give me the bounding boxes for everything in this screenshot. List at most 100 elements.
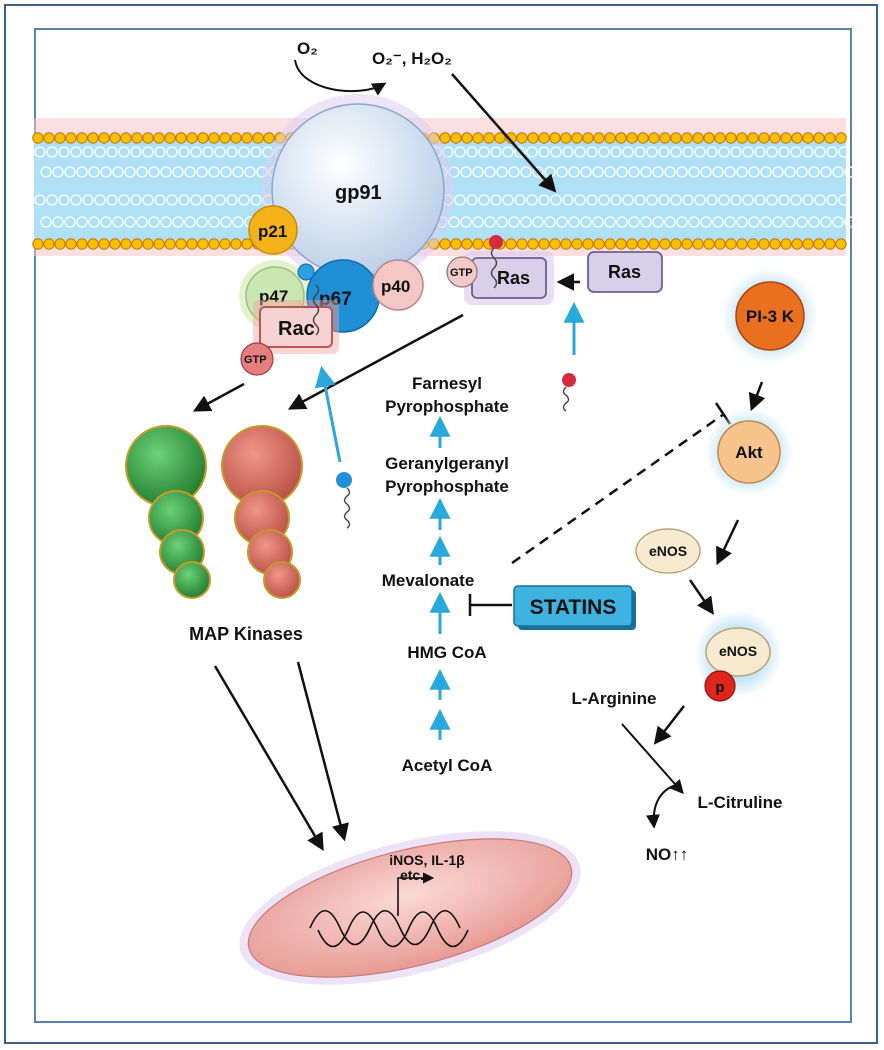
- geranyl-line2: Pyrophosphate: [385, 477, 509, 496]
- lipid-head: [560, 132, 572, 144]
- lipid-tail-pattern: [748, 216, 760, 228]
- lipid-tail-pattern: [784, 166, 796, 178]
- lipid-tail-pattern: [454, 194, 466, 206]
- lipid-head: [516, 132, 528, 144]
- lipid-tail-pattern: [616, 166, 628, 178]
- lipid-tail-pattern: [706, 146, 718, 158]
- lipid-tail-pattern: [742, 194, 754, 206]
- lipid-tail-pattern: [568, 166, 580, 178]
- lipid-tail-pattern: [502, 194, 514, 206]
- lipid-tail-pattern: [610, 194, 622, 206]
- pi3k-node: [735, 281, 805, 351]
- lipid-head: [549, 238, 561, 250]
- lipid-tail-pattern: [634, 146, 646, 158]
- lipid-tail-pattern: [772, 216, 784, 228]
- lipid-head: [131, 132, 143, 144]
- lipid-head: [659, 132, 671, 144]
- lipid-tail-pattern: [592, 216, 604, 228]
- lipid-head: [450, 132, 462, 144]
- lipid-tail-pattern: [214, 194, 226, 206]
- statins-box: [513, 585, 633, 627]
- lipid-head: [637, 238, 649, 250]
- lipid-head: [626, 238, 638, 250]
- lipid-tail-pattern: [136, 166, 148, 178]
- lipid-tail-pattern: [844, 166, 856, 178]
- lipid-tail-pattern: [46, 146, 58, 158]
- lipid-tail-pattern: [766, 194, 778, 206]
- lipid-head: [175, 132, 187, 144]
- lipid-tail-pattern: [826, 146, 838, 158]
- phospho-group: [704, 670, 736, 702]
- lipid-tail-pattern: [178, 194, 190, 206]
- dna-helix-strand-2: [317, 911, 469, 948]
- lipid-tail-pattern: [94, 146, 106, 158]
- p21-subunit: [248, 205, 298, 255]
- lipid-head: [98, 238, 110, 250]
- lipid-tail-pattern: [742, 146, 754, 158]
- lipid-tail-pattern: [154, 146, 166, 158]
- lipid-tail-pattern: [730, 146, 742, 158]
- lipid-tail-pattern: [208, 216, 220, 228]
- lipid-tail-pattern: [658, 146, 670, 158]
- lipid-tail-pattern: [790, 146, 802, 158]
- lipid-head: [604, 132, 616, 144]
- lipid-tail-pattern: [172, 166, 184, 178]
- lipid-tail-pattern: [592, 166, 604, 178]
- statins: STATINS: [468, 402, 732, 630]
- lipid-tail-pattern: [532, 216, 544, 228]
- lipid-tail-pattern: [124, 216, 136, 228]
- lipid-head: [637, 132, 649, 144]
- lipid-tail-pattern: [112, 216, 124, 228]
- lipid-head: [769, 238, 781, 250]
- lipid-head: [626, 132, 638, 144]
- lipid-tail-pattern: [520, 166, 532, 178]
- lipid-head: [230, 238, 242, 250]
- lipid-head: [725, 238, 737, 250]
- lipid-tail-pattern: [484, 166, 496, 178]
- lipid-head: [43, 132, 55, 144]
- ras-gtp: [446, 256, 478, 288]
- lipid-head: [186, 132, 198, 144]
- mevalonate-label: Mevalonate: [382, 571, 475, 590]
- lipid-head: [648, 132, 660, 144]
- lipid-head: [32, 238, 44, 250]
- lipid-head: [538, 132, 550, 144]
- lipid-tail-pattern: [484, 216, 496, 228]
- lipid-head: [835, 238, 847, 250]
- lipid-tail-pattern: [826, 194, 838, 206]
- lipid-head: [142, 132, 154, 144]
- lipid-tail-pattern: [226, 146, 238, 158]
- lipid-tail-pattern: [610, 146, 622, 158]
- lipid-head: [692, 132, 704, 144]
- lipid-tail-pattern: [70, 194, 82, 206]
- lipid-tail-pattern: [160, 216, 172, 228]
- dna-helix-strand-1: [309, 909, 461, 946]
- lipid-head: [241, 238, 253, 250]
- lipid-tail-pattern: [172, 216, 184, 228]
- lipid-head: [813, 238, 825, 250]
- lipid-head: [703, 132, 715, 144]
- rac-lipid-tail: [312, 284, 320, 336]
- lipid-head: [824, 132, 836, 144]
- lipid-head: [472, 132, 484, 144]
- pi3k-pathway: PI-3 K Akt eNOS eNOS p L-Arginine L-Citr…: [572, 268, 818, 864]
- lipid-tail-pattern: [628, 166, 640, 178]
- geranyl-to-rac-arrow: [314, 365, 342, 463]
- lipid-head: [263, 132, 275, 144]
- lipid-tail-pattern: [76, 216, 88, 228]
- lipid-tail-pattern: [718, 194, 730, 206]
- rac-to-map-arrow: [192, 382, 245, 412]
- p67-label: p67: [319, 289, 352, 310]
- lipid-tail-pattern: [790, 194, 802, 206]
- lipid-tail-pattern: [808, 216, 820, 228]
- lipid-tail-pattern: [496, 166, 508, 178]
- lipid-head: [54, 132, 66, 144]
- lipid-head: [252, 132, 264, 144]
- lipid-tail-pattern: [196, 166, 208, 178]
- lipid-head: [714, 132, 726, 144]
- nucleus-arrows: [213, 661, 349, 852]
- lipid-tail-pattern: [568, 216, 580, 228]
- lipid-tail-pattern: [658, 194, 670, 206]
- lipid-head: [769, 132, 781, 144]
